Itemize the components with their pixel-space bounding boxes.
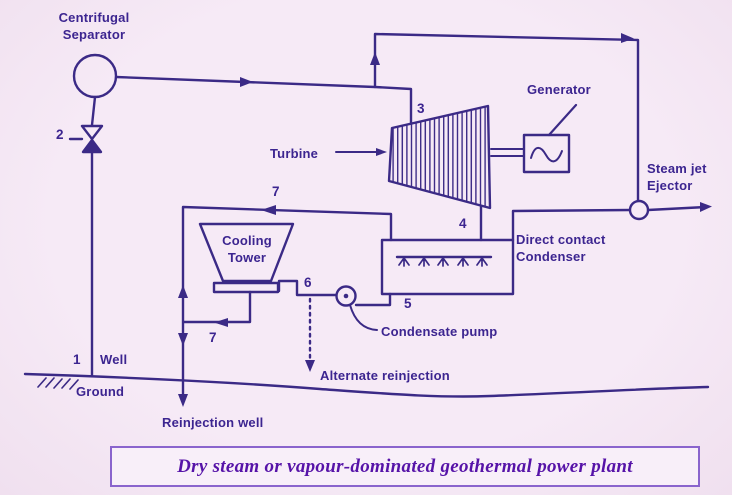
title-box: Dry steam or vapour-dominated geothermal… — [110, 446, 700, 487]
condenser-label-line2: Condenser — [516, 249, 586, 264]
generator-label: Generator — [527, 82, 591, 97]
cooling-tower-label-line2: Tower — [227, 250, 267, 265]
arrow-turbine-pointer — [376, 148, 387, 156]
steam-jet-label-line1: Steam jet — [647, 161, 707, 176]
cooling-tower-shape — [198, 222, 295, 283]
main-steam-line — [114, 75, 413, 126]
arrow-supply-left — [261, 205, 276, 215]
condenser-label-line1: Direct contact — [516, 232, 606, 247]
condensate-pump-label: Condensate pump — [381, 324, 498, 339]
pump-dot — [343, 293, 349, 299]
arrow-top-line-right — [621, 33, 634, 43]
ground-line — [23, 372, 710, 398]
arrow-basin-drain-left — [214, 318, 228, 327]
ejector-circle — [628, 199, 650, 221]
steam-jet-ejector-label: Steam jet Ejector — [647, 160, 707, 194]
turbine-label: Turbine — [270, 146, 319, 161]
valve-icon — [80, 124, 104, 141]
ground-label: Ground — [76, 384, 125, 399]
shaft-lines — [490, 148, 524, 157]
well-label: Well — [100, 352, 128, 367]
steam-jet-label-line2: Ejector — [647, 178, 693, 193]
separator-label: Centrifugal Separator — [39, 9, 149, 43]
basin-drain-pipe — [182, 290, 252, 324]
arrow-ejector-outlet — [700, 202, 712, 212]
turbine-shape — [387, 104, 492, 210]
separator-label-line1: Centrifugal — [58, 10, 130, 25]
flow-arrows — [178, 33, 712, 407]
separator-stem — [90, 95, 97, 127]
separator-label-line2: Separator — [62, 27, 126, 42]
arrow-reinjection-down-1 — [178, 333, 188, 346]
tower-basin — [212, 281, 280, 294]
point-7-top: 7 — [272, 184, 280, 199]
ground-hatch — [37, 377, 79, 390]
valve-icon-lower — [81, 138, 103, 154]
arrow-alternate-down — [305, 360, 315, 372]
point-7-bottom: 7 — [209, 330, 217, 345]
alternate-reinjection-label: Alternate reinjection — [320, 368, 450, 383]
point-1: 1 — [73, 352, 81, 367]
arrow-left-riser-up — [178, 285, 188, 298]
cooling-tower-label-line1: Cooling — [222, 233, 272, 248]
point-4: 4 — [459, 216, 467, 231]
generator-leader-line — [547, 103, 578, 137]
pump-suction-pipe — [354, 292, 392, 307]
reinjection-well-label: Reinjection well — [162, 415, 264, 430]
point-3: 3 — [417, 101, 425, 116]
arrow-ejector-riser-up — [370, 52, 380, 65]
basin-outlet-pipe — [277, 279, 338, 297]
pump-leader-line — [349, 304, 378, 331]
cooling-water-supply-pipe — [181, 205, 393, 402]
sine-wave-icon — [530, 146, 563, 163]
condenser-vent-pipe — [511, 208, 632, 242]
point-5: 5 — [404, 296, 412, 311]
point-6: 6 — [304, 275, 312, 290]
arrow-main-steam — [240, 77, 253, 87]
arrow-reinjection-down-2 — [178, 394, 188, 407]
point-2: 2 — [56, 127, 64, 142]
title-text: Dry steam or vapour-dominated geothermal… — [177, 455, 633, 477]
spray-nozzles — [398, 257, 488, 267]
generator-box — [522, 133, 571, 174]
condenser-label: Direct contact Condenser — [516, 231, 606, 265]
condenser-box — [380, 238, 515, 296]
ejector-outlet-pipe — [646, 205, 708, 212]
separator-circle — [72, 53, 118, 99]
cooling-tower-label: Cooling Tower — [204, 232, 290, 266]
